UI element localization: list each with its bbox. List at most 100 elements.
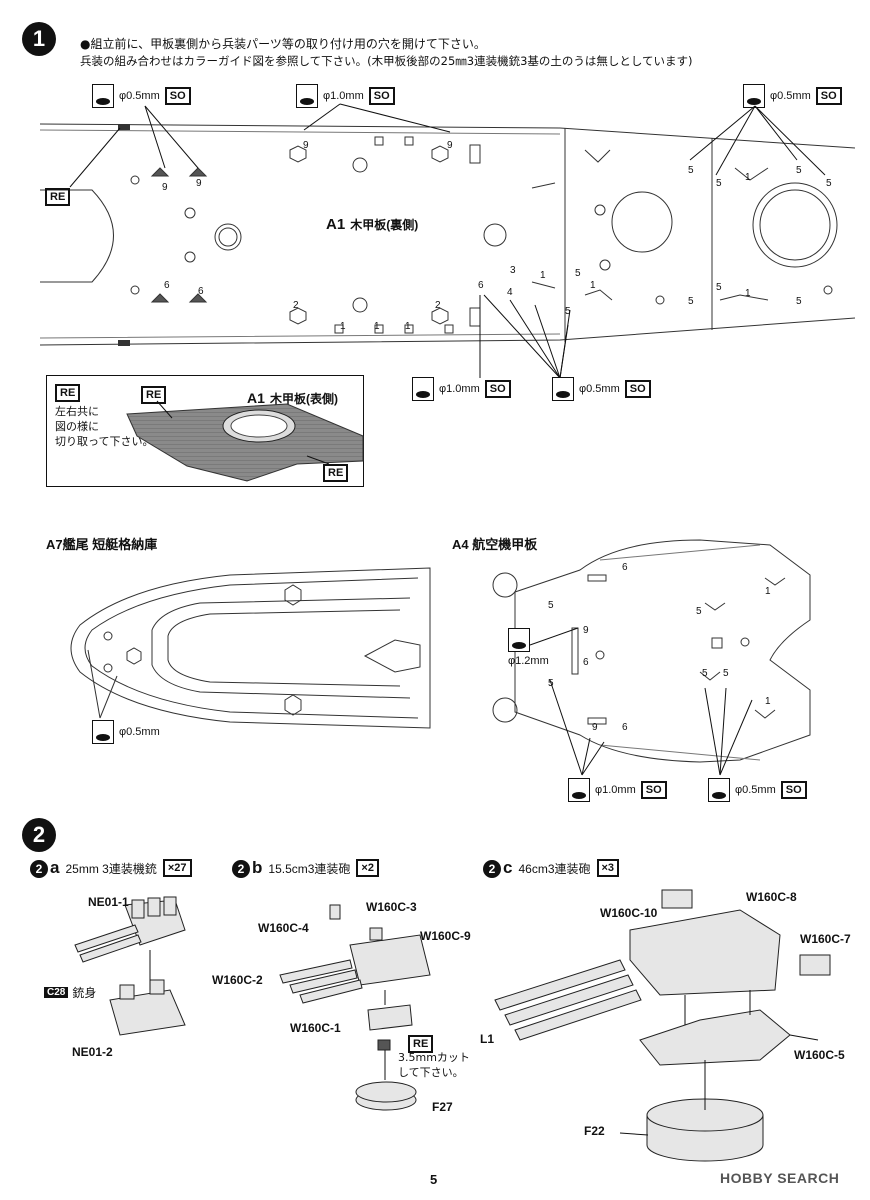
hole-number: 5 (688, 296, 694, 307)
hole-number: 1 (540, 270, 546, 281)
drill-callout-05-right: φ0.5mm SO (743, 84, 842, 108)
part-label: W160C-10 (600, 906, 658, 920)
drill-callout-05-left: φ0.5mm SO (92, 84, 191, 108)
drill-icon (296, 84, 318, 108)
hole-number: 9 (196, 178, 202, 189)
page-number: 5 (430, 1172, 438, 1187)
re-tag-deck: RE (45, 188, 71, 206)
re-tag: RE (408, 1035, 434, 1053)
part-label: NE01-2 (72, 1045, 113, 1059)
drill-callout-10-center: φ1.0mm SO (296, 84, 395, 108)
hole-number: 5 (575, 268, 581, 279)
so-tag: SO (780, 781, 807, 799)
hole-number: 2 (293, 300, 299, 311)
a4-drill-12-callout: φ1.2mm (508, 628, 549, 667)
a4-hole-number: 9 (592, 722, 598, 733)
a4-hole-number: 6 (622, 562, 628, 573)
deck-a1-back-label: A1 木甲板(裏側) (326, 216, 419, 233)
hole-number: 9 (447, 140, 453, 151)
re-tag: RE (55, 384, 81, 402)
drill-icon (508, 628, 530, 652)
drill-icon (708, 778, 730, 802)
hole-number: 1 (405, 321, 411, 332)
drill-icon (412, 377, 434, 401)
drill-callout-10-bottom: φ1.0mm SO (412, 377, 511, 401)
drill-icon (92, 84, 114, 108)
a4-hole-number: 1 (765, 696, 771, 707)
a7-drill-callout: φ0.5mm (92, 720, 160, 744)
hole-number: 6 (164, 280, 170, 291)
watermark: HOBBY SEARCH (720, 1170, 840, 1186)
so-tag: SO (484, 380, 511, 398)
hole-number: 5 (565, 306, 571, 317)
a4-title: A4 航空機甲板 (452, 537, 538, 552)
drill-callout-05-bottom: φ0.5mm SO (552, 377, 651, 401)
a4-hole-number: 5 (702, 668, 708, 679)
hole-number: 5 (796, 296, 802, 307)
so-tag: SO (815, 87, 842, 105)
part-label: W160C-9 (420, 929, 471, 943)
hole-number: 5 (716, 282, 722, 293)
a7-title: A7艦尾 短艇格納庫 (46, 537, 158, 552)
hole-number: 6 (198, 286, 204, 297)
drill-icon (92, 720, 114, 744)
hole-number: 5 (716, 178, 722, 189)
a4-drill-10-callout: φ1.0mm SO (568, 778, 667, 802)
inset-front-deck-box: RE 左右共に 図の様に 切り取って下さい。 RE A1 木甲板(表側) RE (46, 375, 364, 487)
a4-hole-number: 5 (723, 668, 729, 679)
part-label: W160C-4 (258, 921, 309, 935)
hole-number: 9 (162, 182, 168, 193)
hole-number: 9 (303, 140, 309, 151)
a4-hole-number: 5 (548, 600, 554, 611)
part-label: L1 (480, 1032, 495, 1046)
a4-hole-number: 6 (583, 657, 589, 668)
part-label: NE01-1 (88, 895, 129, 909)
hole-number: 6 (478, 280, 484, 291)
step1-note-line1: ●組立前に、甲板裏側から兵装パーツ等の取り付け用の穴を開けて下さい。 (80, 37, 486, 51)
step-number-1: 1 (22, 22, 56, 56)
hole-number: 1 (590, 280, 596, 291)
hole-number: 1 (745, 172, 751, 183)
hole-number: 4 (507, 287, 513, 298)
a4-drill-05-callout: φ0.5mm SO (708, 778, 807, 802)
part-label: W160C-3 (366, 900, 417, 914)
hole-number: 1 (745, 288, 751, 299)
hole-number: 1 (374, 321, 380, 332)
part-label: W160C-5 (794, 1048, 845, 1062)
a4-hole-number: 9 (583, 625, 589, 636)
c28-label: C28 銃身 (44, 984, 96, 1001)
hole-number: 5 (688, 165, 694, 176)
a4-hole-number: 6 (622, 722, 628, 733)
part-label: W160C-7 (800, 932, 851, 946)
part-label: W160C-1 (290, 1021, 341, 1035)
so-tag: SO (624, 380, 651, 398)
part-label: W160C-2 (212, 973, 263, 987)
step-number-2: 2 (22, 818, 56, 852)
drill-icon (568, 778, 590, 802)
re-tag: RE (141, 386, 167, 404)
part-label: F27 (432, 1100, 453, 1114)
part-label: W160C-8 (746, 890, 797, 904)
step1-note-line2: 兵装の組み合わせはカラーガイド図を参照して下さい。(木甲板後部の25㎜3連装機銃… (80, 54, 693, 68)
a4-hole-number: 5 (548, 678, 554, 689)
hole-number: 1 (340, 321, 346, 332)
hole-number: 5 (796, 165, 802, 176)
a4-hole-number: 1 (765, 586, 771, 597)
deck-front-sketch (126, 400, 364, 482)
drill-icon (552, 377, 574, 401)
inset-note: 左右共に 図の様に 切り取って下さい。 (55, 405, 154, 448)
so-tag: SO (368, 87, 395, 105)
deck-a1-front-label: A1 木甲板(表側) (247, 390, 338, 406)
cut-note: 3.5mmカット して下さい。 (398, 1051, 470, 1079)
a4-hole-number: 5 (696, 606, 702, 617)
re-tag: RE (323, 464, 349, 482)
so-tag: SO (640, 781, 667, 799)
hole-number: 2 (435, 300, 441, 311)
part-label: F22 (584, 1124, 605, 1138)
